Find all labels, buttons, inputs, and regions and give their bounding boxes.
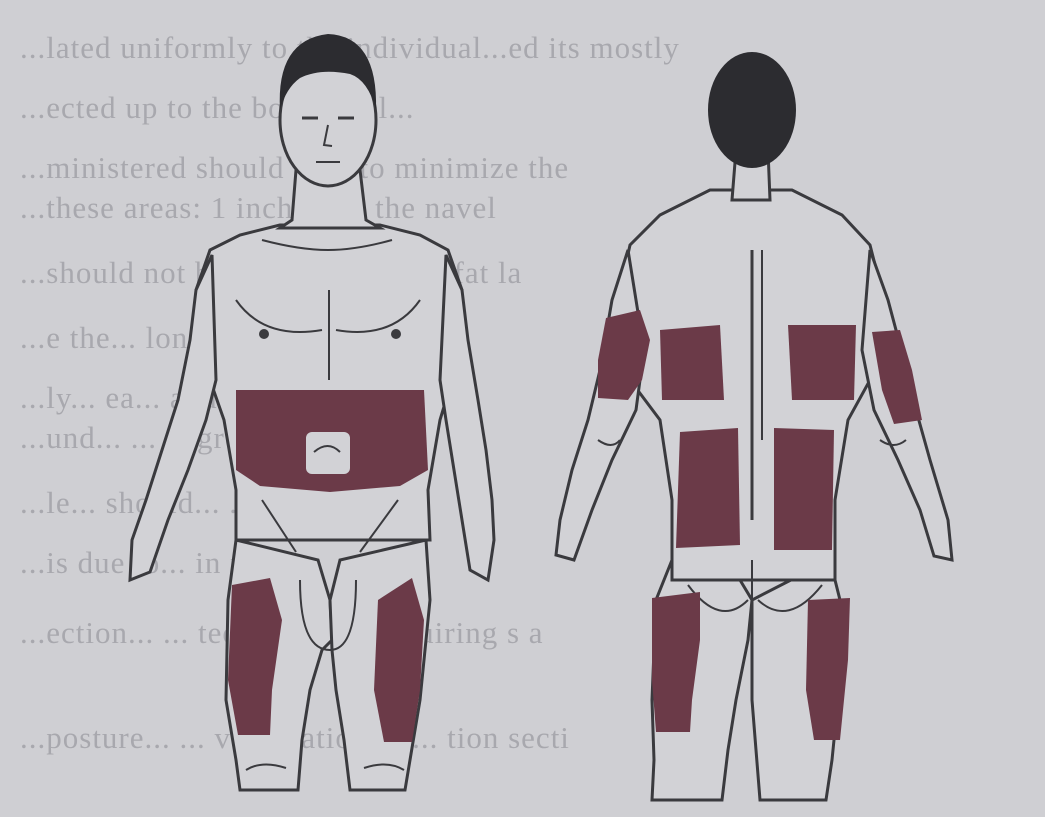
back-right-scapular-site: [788, 325, 856, 400]
back-right-flank-site: [774, 428, 834, 550]
front-left-arm: [130, 255, 216, 580]
back-head: [708, 52, 796, 168]
back-left-arm: [556, 250, 644, 560]
back-figure: [556, 52, 952, 800]
front-figure: [130, 34, 494, 790]
back-right-thigh-site: [806, 598, 850, 740]
back-left-scapular-site: [660, 325, 724, 400]
front-right-arm: [440, 255, 494, 580]
front-torso: [196, 225, 462, 540]
navel-exclusion: [306, 432, 350, 474]
back-left-flank-site: [676, 428, 740, 548]
